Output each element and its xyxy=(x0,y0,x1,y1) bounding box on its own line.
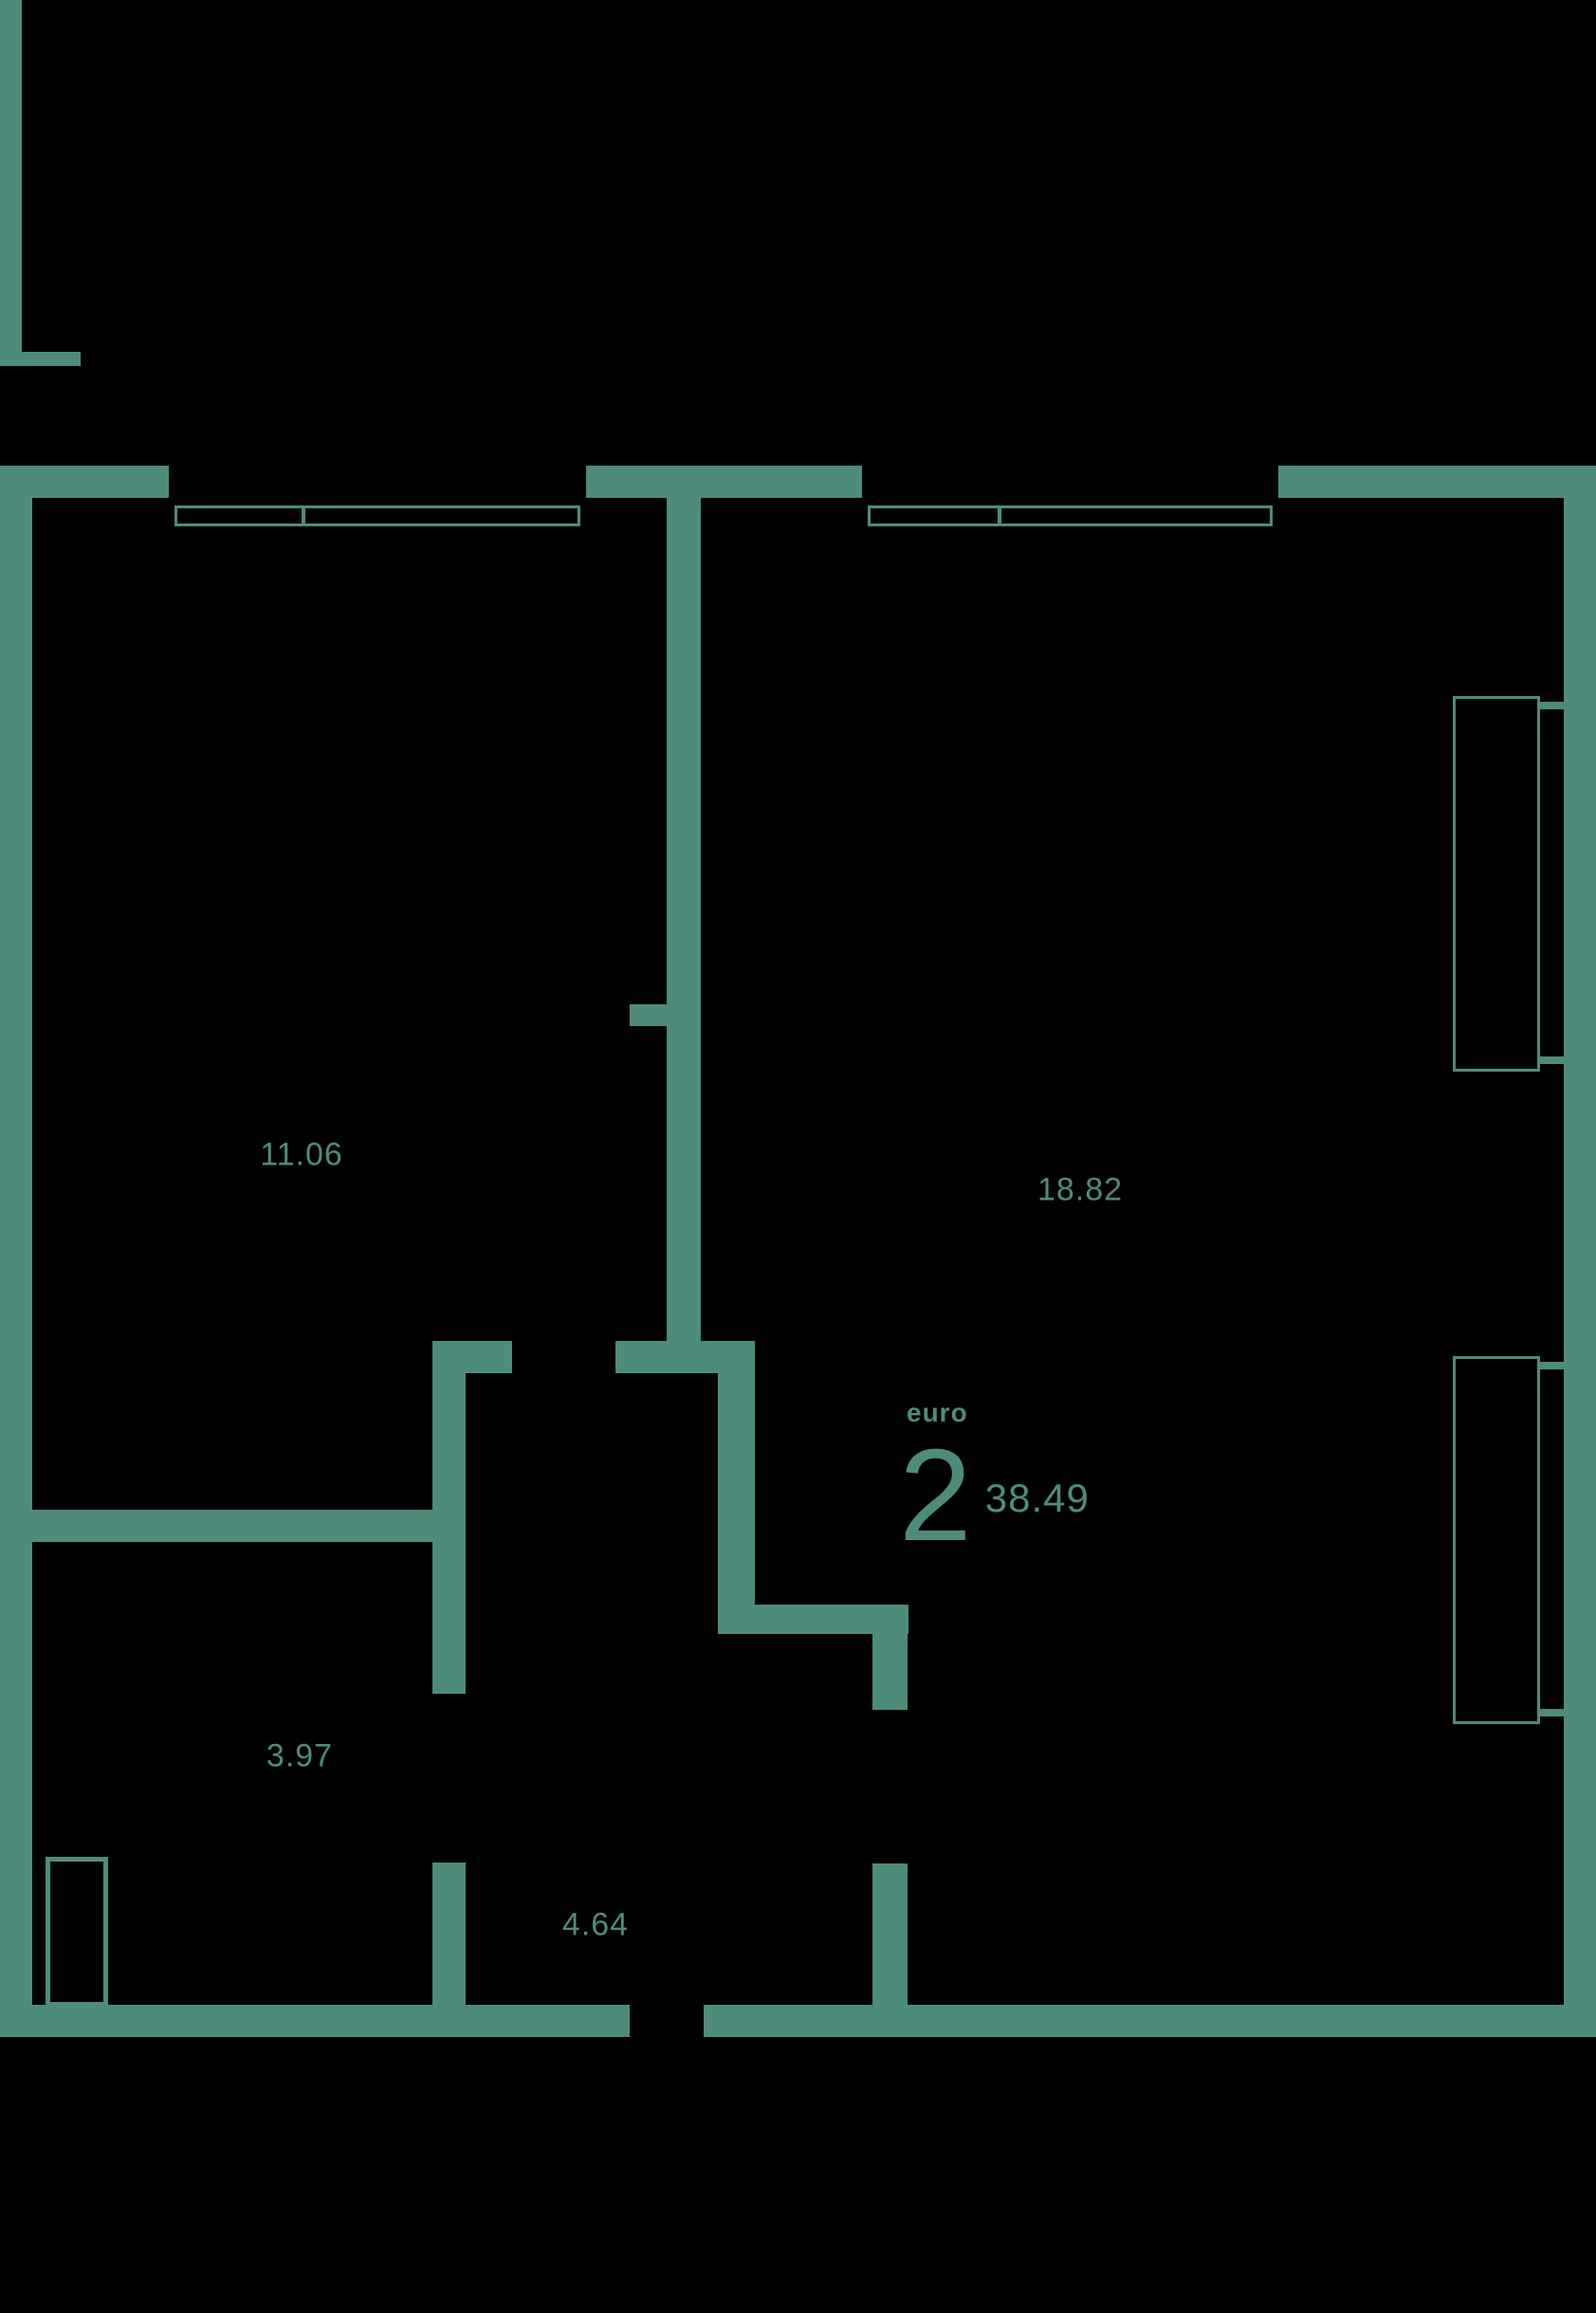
interior-wall xyxy=(32,1510,466,1542)
outer-wall-right xyxy=(1564,466,1596,2037)
outer-wall-top xyxy=(586,466,862,498)
apartment-total-area: 38.49 xyxy=(984,1476,1090,1520)
window-tick xyxy=(1540,1056,1564,1064)
interior-wall-pier xyxy=(630,1004,667,1026)
room-area-label: 11.06 xyxy=(260,1136,343,1173)
interior-wall xyxy=(718,1605,908,1634)
interior-wall xyxy=(615,1341,755,1373)
service-shaft xyxy=(46,1857,108,2007)
window xyxy=(1453,696,1540,1072)
outer-wall-bottom xyxy=(704,2005,1596,2037)
apartment-tag: euro 2 38.49 xyxy=(899,1398,1090,1561)
window-tick xyxy=(1540,1709,1564,1716)
interior-wall xyxy=(432,1863,466,2005)
room-area-label: 3.97 xyxy=(266,1737,334,1774)
outer-wall-bottom xyxy=(0,2005,630,2037)
neighbor-wall xyxy=(0,0,22,366)
outer-wall-left xyxy=(0,466,32,2037)
room-area-label: 18.82 xyxy=(1036,1171,1124,1208)
window-tick xyxy=(1540,1362,1564,1369)
outer-wall-top xyxy=(1278,466,1596,498)
interior-wall xyxy=(872,1863,908,2005)
interior-wall xyxy=(667,498,701,1373)
window-mullion xyxy=(302,508,305,523)
interior-wall xyxy=(872,1634,908,1710)
apartment-tag-row: 2 38.49 xyxy=(899,1430,1090,1561)
apartment-rooms-count: 2 xyxy=(899,1423,972,1569)
window-tick xyxy=(1540,702,1564,709)
interior-wall xyxy=(718,1373,755,1634)
window xyxy=(868,505,1273,526)
room-area-label: 4.64 xyxy=(561,1906,630,1943)
window-mullion xyxy=(998,508,1001,523)
apartment-type-label: euro xyxy=(907,1398,968,1427)
window xyxy=(174,505,580,526)
neighbor-wall xyxy=(0,352,81,366)
window xyxy=(1453,1356,1540,1724)
